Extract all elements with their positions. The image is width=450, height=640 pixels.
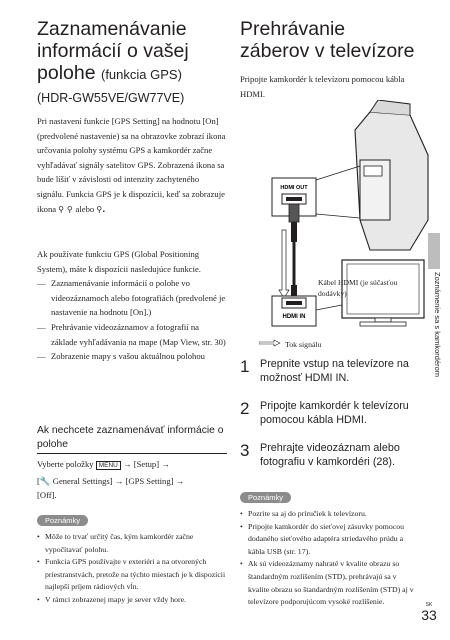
- page-number-block: SK 33: [418, 602, 440, 622]
- gps-features-text: Ak používate funkciu GPS (Global Positio…: [37, 249, 201, 274]
- step-number: 1: [240, 357, 250, 376]
- step-number: 2: [240, 399, 250, 418]
- left-title-block: Zaznamenávanie informácií o vašej polohe…: [37, 18, 227, 105]
- gps-intro-end: alebo: [75, 203, 95, 214]
- gps-intro-paragraph: Pri nastavení funkcie [GPS Setting] na h…: [37, 114, 227, 217]
- left-title-suffix: (funkcia GPS): [100, 67, 182, 82]
- list-item: Ak sú videozáznamy nahraté v kvalite obr…: [240, 558, 415, 608]
- select-path-1: → [Setup] →: [123, 459, 170, 469]
- notes-list: Pozrite sa aj do príručiek k televízoru.…: [240, 508, 415, 609]
- disable-gps-instructions: Vyberte položky MENU → [Setup] → [🔧 Gene…: [37, 457, 227, 503]
- step-text: Prepnite vstup na televízore na možnosť …: [260, 358, 409, 384]
- television-image: [315, 259, 425, 327]
- step-text: Pripojte kamkordér k televízoru pomocou …: [260, 400, 409, 426]
- gps-signal-icon-strong: ⚲.: [96, 204, 106, 214]
- left-title-text: Zaznamenávanie informácií o vašej polohe: [37, 18, 189, 84]
- right-intro: Pripojte kamkordér k televízoru pomocou …: [240, 74, 405, 99]
- step-number: 3: [240, 441, 250, 460]
- right-title: Prehrávanie záberov v televízore: [240, 18, 415, 62]
- list-item: Môže to trvať určitý čas, kým kamkordér …: [37, 531, 227, 556]
- list-item: Pripojte kamkordér do sieťovej zásuvky p…: [240, 521, 415, 559]
- select-path-4: [Off].: [37, 490, 57, 501]
- hdmi-in-label: HDMI IN: [283, 314, 306, 320]
- notes-list: Môže to trvať určitý čas, kým kamkordér …: [37, 531, 227, 607]
- list-item: Pozrite sa aj do príručiek k televízoru.: [240, 508, 415, 521]
- list-item: Zaznamenávanie informácií o polohe vo vi…: [37, 276, 227, 320]
- select-path-2: [: [37, 475, 40, 486]
- step-text: Prehrajte videozáznam alebo fotografiu v…: [260, 442, 400, 468]
- select-path-3: General Settings] → [GPS Setting] →: [52, 475, 185, 486]
- section-tab-label: Zoznámenie sa s kamkordérom: [433, 272, 442, 378]
- cable-label: Kábel HDMI (je súčasťou dodávky): [318, 278, 398, 298]
- camcorder-image: [354, 100, 429, 251]
- step-item: 3 Prehrajte videozáznam alebo fotografiu…: [240, 441, 415, 469]
- list-item: Zobrazenie mapy s vašou aktuálnou poloho…: [37, 349, 227, 364]
- right-notes: Poznámky Pozrite sa aj do príručiek k te…: [240, 487, 415, 609]
- model-label: (HDR-GW55VE/GW77VE): [37, 91, 185, 105]
- section-title: Ak nechcete zaznamenávať informácie o po…: [37, 424, 227, 454]
- left-notes: Poznámky Môže to trvať určitý čas, kým k…: [37, 510, 227, 607]
- page-number: 33: [421, 607, 437, 623]
- signal-label: Tok signálu: [285, 340, 322, 349]
- select-prefix: Vyberte položky: [37, 459, 94, 469]
- gps-features-paragraph: Ak používate funkciu GPS (Global Positio…: [37, 247, 227, 364]
- signal-legend: Tok signálu: [258, 334, 322, 353]
- steps-list: 1 Prepnite vstup na televízore na možnos…: [240, 357, 415, 469]
- list-item: Prehrávanie videozáznamov a fotografií n…: [37, 320, 227, 349]
- signal-flow-arrow: [278, 229, 290, 299]
- right-title-block: Prehrávanie záberov v televízore: [240, 18, 415, 62]
- language-code: SK: [425, 602, 433, 608]
- step-item: 1 Prepnite vstup na televízore na možnos…: [240, 357, 415, 385]
- section-tab-marker: [428, 233, 440, 269]
- gps-intro-text: Pri nastavení funkcie [GPS Setting] na h…: [37, 116, 226, 214]
- gps-signal-icon: ⚲ ⚲: [58, 204, 76, 214]
- hdmi-out-label: HDMI OUT: [280, 185, 308, 191]
- signal-arrow-icon: [258, 339, 281, 347]
- notes-badge: Poznámky: [240, 492, 292, 503]
- hdmi-cable: [288, 203, 300, 310]
- left-title: Zaznamenávanie informácií o vašej polohe…: [37, 18, 227, 86]
- menu-key: MENU: [95, 461, 121, 470]
- notes-badge: Poznámky: [37, 515, 89, 526]
- wrench-icon: 🔧: [39, 475, 51, 486]
- hdmi-connection-diagram: HDMI OUT HDMI IN: [271, 100, 429, 327]
- hdmi-in-port: [271, 295, 317, 327]
- step-item: 2 Pripojte kamkordér k televízoru pomoco…: [240, 399, 415, 427]
- list-item: V rámci zobrazenej mapy je sever vždy ho…: [37, 594, 227, 607]
- list-item: Funkcia GPS používajte v exteriéri a na …: [37, 556, 227, 594]
